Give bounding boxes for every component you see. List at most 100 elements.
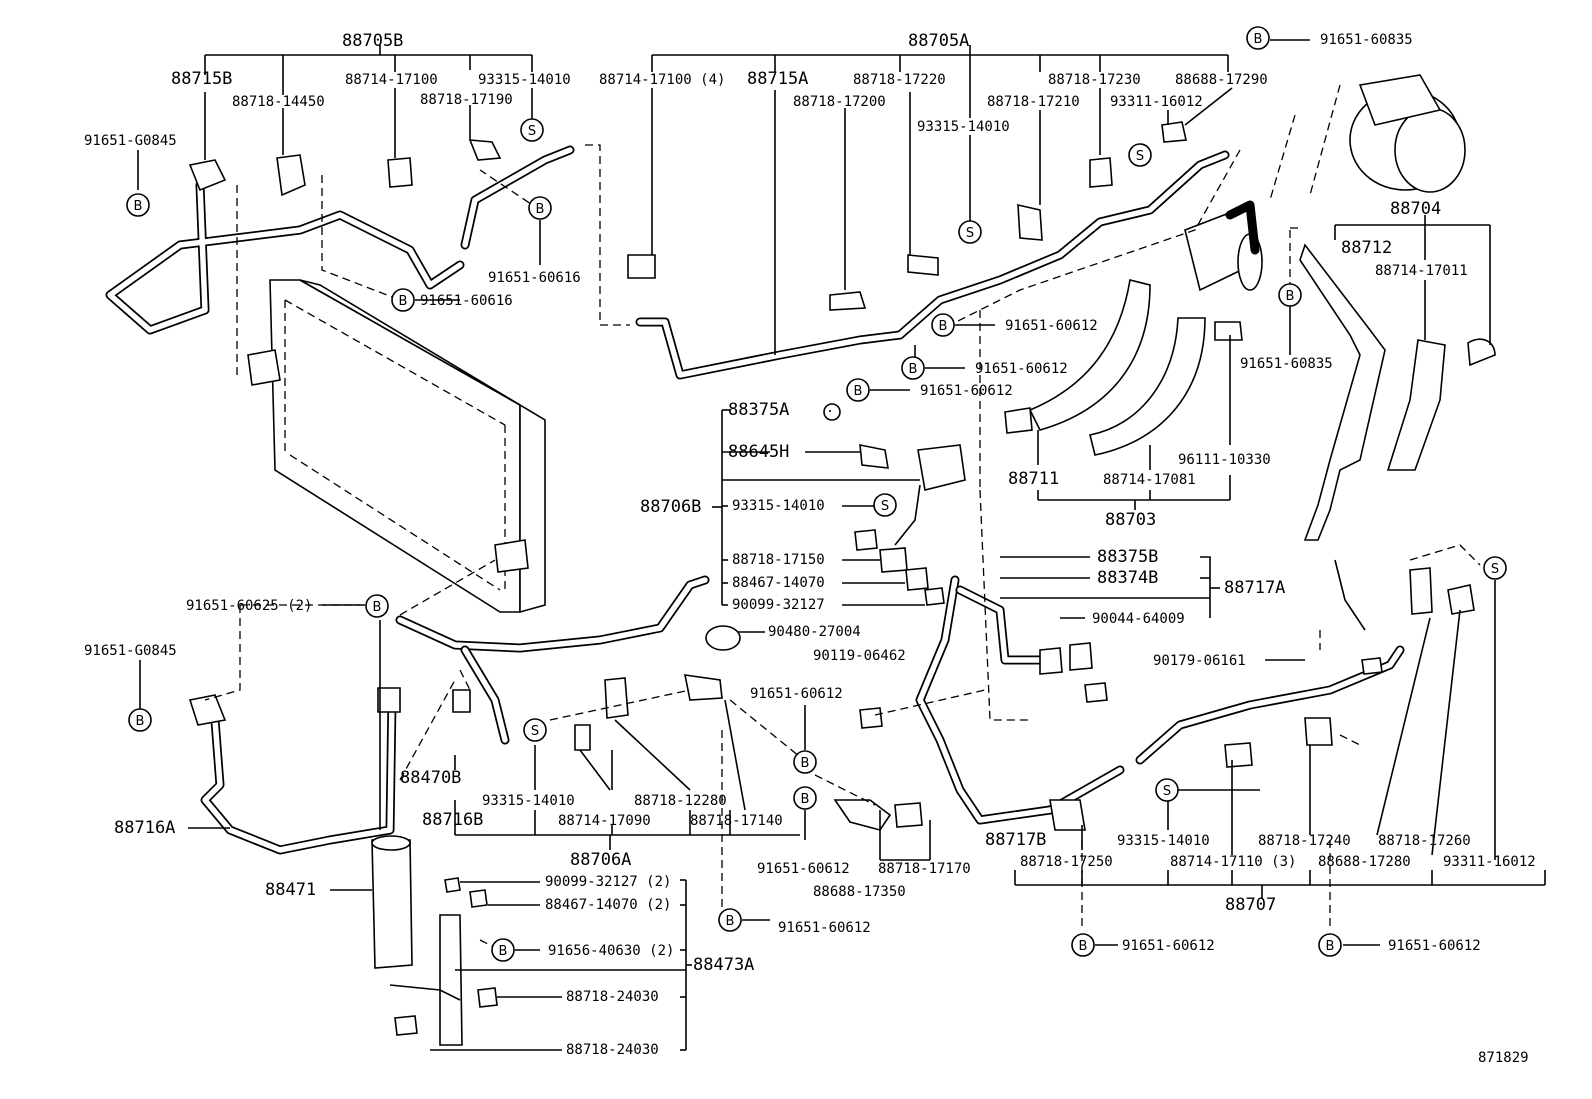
svg-text:B: B (1079, 939, 1088, 954)
label: 88718-17170 (878, 861, 971, 877)
screw-symbol: S (523, 718, 547, 742)
label: 88714-17100 (345, 72, 438, 88)
bolt-symbol: B (528, 196, 552, 220)
screw-symbol: S (873, 493, 897, 517)
label: 90480-27004 (768, 624, 861, 640)
svg-text:S: S (1491, 562, 1499, 577)
label: 88712 (1341, 238, 1392, 258)
screw-symbol: S (1483, 556, 1507, 580)
label: 91651-G0845 (84, 643, 177, 659)
label: 88467-14070 (2) (545, 897, 671, 913)
label: 88704 (1390, 199, 1441, 219)
label: 91651-60612 (778, 920, 871, 936)
hose-88712-drawing (1299, 243, 1496, 541)
bolt-symbol: B (901, 356, 925, 380)
bolt-symbol: B (1278, 283, 1302, 307)
svg-text:S: S (881, 499, 889, 514)
bolt-symbol: B (126, 193, 150, 217)
receiver-hose-drawing (1004, 200, 1263, 456)
label: 88718-17190 (420, 92, 513, 108)
bolt-symbol: B (793, 750, 817, 774)
pipe-88715b-drawing (105, 139, 575, 335)
svg-text:B: B (136, 714, 145, 729)
label: 88705B (342, 31, 403, 51)
part-labels: 88705B 88715B 88718-14450 88714-17100 93… (84, 31, 1536, 1066)
label: 91651-60616 (488, 270, 581, 286)
svg-text:B: B (134, 199, 143, 214)
label: 91651-60612 (1005, 318, 1098, 334)
label: 88715A (747, 69, 808, 89)
figure-number: 871829 (1478, 1050, 1529, 1066)
compressor-drawing (1349, 74, 1466, 193)
label: 90044-64009 (1092, 611, 1185, 627)
svg-text:B: B (1286, 289, 1295, 304)
fittings-88706a-drawing (574, 674, 923, 831)
screw-symbols: S S S S S S S (520, 118, 1507, 802)
label: 93311-16012 (1443, 854, 1536, 870)
label: 88705A (908, 31, 969, 51)
label: 88714-17011 (1375, 263, 1468, 279)
label: 88703 (1105, 510, 1156, 530)
label: 88714-17081 (1103, 472, 1196, 488)
label: 90179-06161 (1153, 653, 1246, 669)
svg-text:B: B (801, 792, 810, 807)
svg-text:B: B (909, 362, 918, 377)
svg-text:S: S (531, 724, 539, 739)
screw-symbol: S (958, 220, 982, 244)
fitting-block-drawing (823, 403, 966, 606)
label: 91651-60612 (750, 686, 843, 702)
svg-text:B: B (801, 756, 810, 771)
label: 91651-G0845 (84, 133, 177, 149)
label: 88717B (985, 830, 1046, 850)
screw-symbol: S (520, 118, 544, 142)
label: 88718-14450 (232, 94, 325, 110)
label: 88374B (1097, 568, 1158, 588)
label: 88718-17220 (853, 72, 946, 88)
label: 88718-17260 (1378, 833, 1471, 849)
label: 93315-14010 (732, 498, 825, 514)
svg-text:B: B (939, 319, 948, 334)
pipe-88716a-drawing (188, 687, 401, 855)
condenser-drawing (247, 279, 546, 614)
label: 91651-60612 (975, 361, 1068, 377)
label: 88717A (1224, 578, 1285, 598)
label: 93311-16012 (1110, 94, 1203, 110)
svg-text:S: S (1136, 149, 1144, 164)
svg-text:B: B (854, 384, 863, 399)
label: 88718-17140 (690, 813, 783, 829)
label: 88688-17350 (813, 884, 906, 900)
label: 96111-10330 (1178, 452, 1271, 468)
hose-88716b-drawing (395, 575, 741, 745)
label: 88470B (400, 768, 461, 788)
svg-text:B: B (1254, 32, 1263, 47)
svg-text:S: S (1163, 784, 1171, 799)
label: 88645H (728, 442, 789, 462)
svg-text:B: B (726, 914, 735, 929)
bolt-symbol: B (846, 378, 870, 402)
label: 90119-06462 (813, 648, 906, 664)
bolt-symbol: B (491, 938, 515, 962)
bolt-symbol: B (931, 313, 955, 337)
label: 91651-60612 (1122, 938, 1215, 954)
svg-text:B: B (1326, 939, 1335, 954)
label: 91651-60835 (1240, 356, 1333, 372)
label: 88718-24030 (566, 1042, 659, 1058)
pipe-88707-drawing (1135, 559, 1475, 768)
label: 88718-17240 (1258, 833, 1351, 849)
label: 91651-60835 (1320, 32, 1413, 48)
label: 88718-24030 (566, 989, 659, 1005)
label: 88688-17290 (1175, 72, 1268, 88)
label: 88715B (171, 69, 232, 89)
label: 88718-17200 (793, 94, 886, 110)
label: 88716B (422, 810, 483, 830)
receiver-drier-drawing (371, 835, 498, 1046)
label: 88718-17150 (732, 552, 825, 568)
label: 91651-60612 (1388, 938, 1481, 954)
label: 88467-14070 (732, 575, 825, 591)
label: 88718-17210 (987, 94, 1080, 110)
bolt-symbol: B (1246, 26, 1270, 50)
svg-text:S: S (528, 124, 536, 139)
label: 93315-14010 (917, 119, 1010, 135)
screw-symbol: S (1155, 778, 1179, 802)
